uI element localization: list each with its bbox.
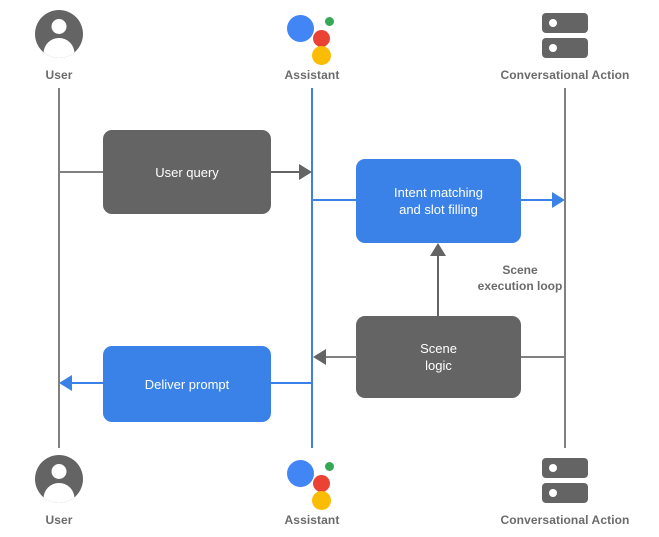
user-avatar-head bbox=[51, 19, 67, 34]
arrowhead-scenelogic-to-assistant bbox=[313, 349, 326, 365]
connector-userquery-to-assistant bbox=[271, 171, 301, 173]
server-led-top bbox=[549, 464, 557, 472]
actor-user-bottom: User bbox=[0, 455, 129, 527]
box-intent-matching: Intent matching and slot filling bbox=[356, 159, 521, 243]
actor-label-assistant-top: Assistant bbox=[284, 68, 340, 82]
assistant-dot-green bbox=[325, 17, 334, 26]
actor-assistant-top: Assistant bbox=[242, 10, 382, 82]
lifeline-user bbox=[58, 88, 60, 448]
user-avatar-head bbox=[51, 464, 67, 479]
assistant-dot-blue bbox=[287, 460, 314, 487]
user-avatar-icon bbox=[0, 455, 129, 507]
connector-user-to-userquery bbox=[58, 171, 104, 173]
google-assistant-icon bbox=[242, 455, 382, 510]
arrowhead-userquery-to-assistant bbox=[299, 164, 312, 180]
actor-label-user-bottom: User bbox=[45, 513, 73, 527]
connector-scenelogic-to-intentmatching bbox=[437, 256, 439, 318]
actor-assistant-bottom: Assistant bbox=[242, 455, 382, 527]
connector-assistant-to-deliverprompt bbox=[271, 382, 313, 384]
server-icon bbox=[495, 455, 635, 507]
annotation-scene-execution-loop: Scene execution loop bbox=[477, 263, 563, 293]
assistant-dot-red bbox=[313, 475, 330, 492]
assistant-dot-yellow bbox=[312, 46, 331, 65]
actor-label-conversational-action-bottom: Conversational Action bbox=[500, 513, 630, 527]
box-scene-logic-label: Scene logic bbox=[420, 341, 457, 373]
server-icon bbox=[495, 10, 635, 62]
server-rack-top bbox=[542, 13, 588, 33]
actor-conversational-action-bottom: Conversational Action bbox=[495, 455, 635, 527]
box-deliver-prompt: Deliver prompt bbox=[103, 346, 271, 422]
actor-label-user-top: User bbox=[45, 68, 73, 82]
box-user-query-label: User query bbox=[155, 164, 219, 180]
server-led-top bbox=[549, 19, 557, 27]
google-assistant-icon bbox=[242, 10, 382, 65]
box-deliver-prompt-label: Deliver prompt bbox=[144, 376, 230, 392]
server-rack-bottom bbox=[542, 38, 588, 58]
assistant-dot-green bbox=[325, 462, 334, 471]
assistant-dot-red bbox=[313, 30, 330, 47]
connector-deliverprompt-to-user bbox=[72, 382, 104, 384]
lifeline-assistant bbox=[311, 88, 313, 448]
actor-label-conversational-action-top: Conversational Action bbox=[500, 68, 630, 82]
connector-scenelogic-to-assistant bbox=[326, 356, 357, 358]
arrowhead-deliverprompt-to-user bbox=[59, 375, 72, 391]
connector-intentmatching-to-ca bbox=[521, 199, 554, 201]
box-intent-matching-label: Intent matching and slot filling bbox=[394, 185, 483, 217]
connector-scenelogic-to-ca bbox=[521, 356, 565, 358]
box-scene-logic: Scene logic bbox=[356, 316, 521, 398]
server-led-bottom bbox=[549, 44, 557, 52]
server-rack-bottom bbox=[542, 483, 588, 503]
assistant-dot-blue bbox=[287, 15, 314, 42]
assistant-dot-yellow bbox=[312, 491, 331, 510]
lifeline-conversational-action bbox=[564, 88, 566, 448]
arrowhead-intentmatching-to-ca bbox=[552, 192, 565, 208]
connector-assistant-to-intentmatching bbox=[311, 199, 357, 201]
user-avatar-body bbox=[43, 38, 75, 58]
box-user-query: User query bbox=[103, 130, 271, 214]
server-rack-top bbox=[542, 458, 588, 478]
actor-conversational-action-top: Conversational Action bbox=[495, 10, 635, 82]
user-avatar-icon bbox=[0, 10, 129, 62]
arrowhead-scenelogic-to-intentmatching bbox=[430, 243, 446, 256]
server-led-bottom bbox=[549, 489, 557, 497]
actor-label-assistant-bottom: Assistant bbox=[284, 513, 340, 527]
user-avatar-body bbox=[43, 483, 75, 503]
actor-user-top: User bbox=[0, 10, 129, 82]
